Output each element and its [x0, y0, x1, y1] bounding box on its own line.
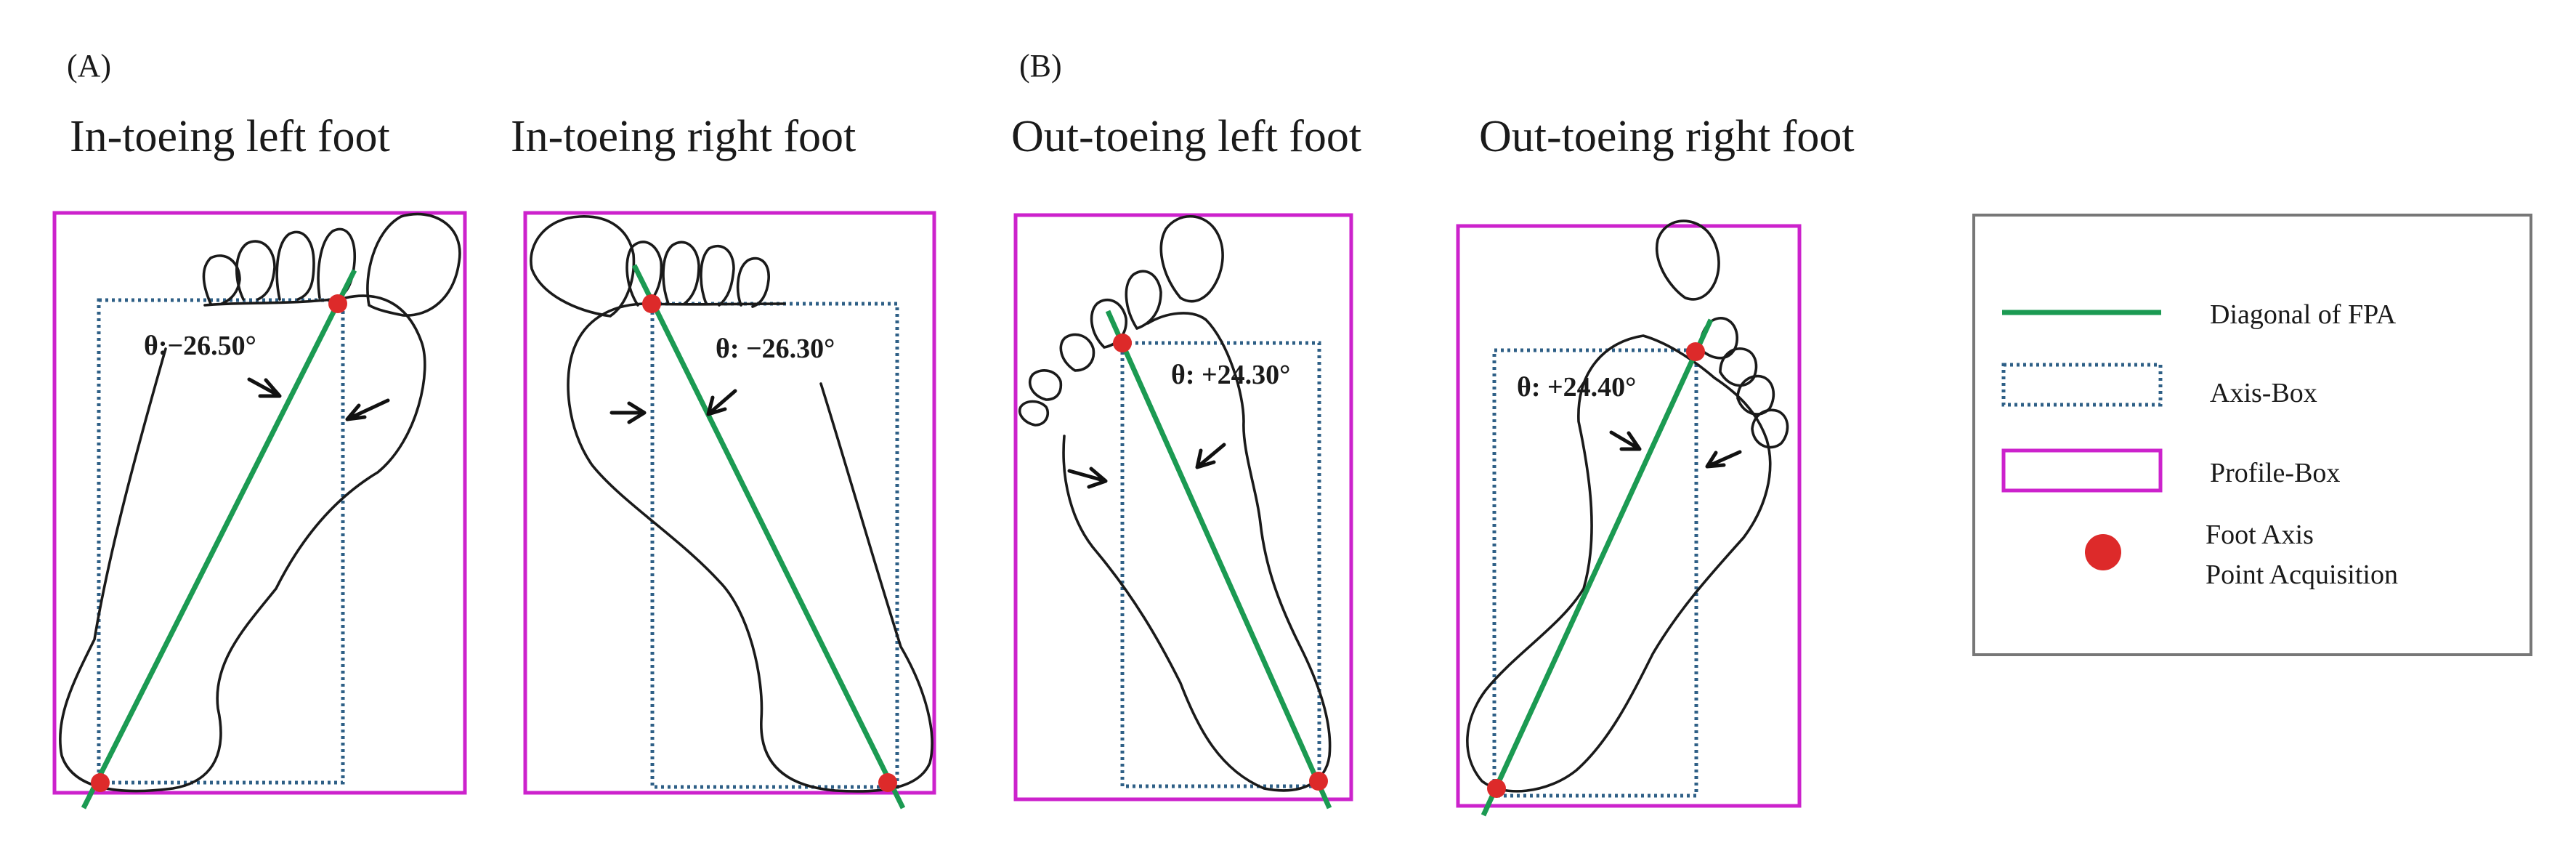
foot-outline: [1466, 219, 1789, 793]
angle-label: θ:−26.50°: [144, 331, 256, 361]
foot-title-intoeing-right: In-toeing right foot: [511, 112, 856, 161]
legend-label-point-line2: Point Acquisition: [2206, 560, 2398, 590]
foot-diagram-outtoeing-right: θ: +24.40°: [1456, 219, 1802, 817]
profile-box: [523, 211, 936, 795]
panel-b-label: (B): [1019, 48, 1062, 84]
foot-diagram-intoeing-left: θ:−26.50°: [52, 211, 467, 809]
foot-title-outtoeing-left: Out-toeing left foot: [1011, 112, 1361, 161]
foot-title-intoeing-left: In-toeing left foot: [70, 112, 390, 161]
foot-diagram-outtoeing-left: θ: +24.30°: [1013, 213, 1353, 809]
legend-swatch-profile-box: [2001, 448, 2163, 493]
axis-box: [97, 298, 345, 785]
arrow-icon: [706, 389, 737, 416]
foot-outline: [58, 212, 461, 793]
arrow-icon: [345, 398, 390, 421]
arrow-icon: [1067, 467, 1108, 489]
angle-label: θ: −26.30°: [716, 334, 835, 364]
legend-label-diagonal: Diagonal of FPA: [2210, 299, 2397, 330]
legend: Diagonal of FPA Axis-Box Profile-Box Foo…: [1972, 214, 2532, 656]
legend-label-profile-box: Profile-Box: [2210, 458, 2340, 488]
legend-swatch-axis-box: [2001, 363, 2163, 407]
axis-box: [1492, 348, 1698, 798]
foot-axis-point-heel: [1487, 779, 1506, 798]
fpa-diagonal-line: [631, 264, 906, 809]
foot-outline: [530, 215, 933, 793]
panel-a-label: (A): [67, 48, 111, 84]
fpa-diagonal-line: [1481, 318, 1714, 817]
axis-box: [650, 302, 899, 789]
foot-axis-point-heel: [878, 773, 897, 792]
legend-label-axis-box: Axis-Box: [2210, 378, 2317, 408]
fpa-diagonal-line: [1105, 310, 1332, 809]
axis-box: [1120, 341, 1321, 788]
foot-axis-point-toe: [1686, 342, 1705, 361]
arrow-icon: [1609, 430, 1642, 451]
legend-label-point-line1: Foot Axis: [2206, 520, 2314, 550]
legend-frame: [1972, 214, 2532, 656]
profile-box: [52, 211, 467, 795]
angle-label: θ: +24.40°: [1517, 372, 1636, 403]
foot-axis-point-heel: [1309, 772, 1328, 791]
foot-diagram-intoeing-right: θ: −26.30°: [523, 211, 936, 809]
legend-swatch-point: [2085, 534, 2121, 570]
arrow-icon: [1195, 443, 1226, 469]
foot-axis-point-toe: [1113, 334, 1132, 352]
foot-axis-point-toe: [328, 294, 347, 313]
foot-axis-point-toe: [642, 294, 661, 313]
foot-title-outtoeing-right: Out-toeing right foot: [1479, 112, 1855, 161]
arrow-icon: [247, 377, 282, 398]
arrow-icon: [609, 401, 647, 424]
arrow-icon: [1705, 450, 1742, 469]
fpa-diagonal-line: [81, 269, 357, 809]
profile-box: [1013, 213, 1353, 801]
foot-axis-point-heel: [91, 773, 110, 792]
profile-box: [1456, 224, 1802, 808]
angle-label: θ: +24.30°: [1171, 360, 1290, 390]
